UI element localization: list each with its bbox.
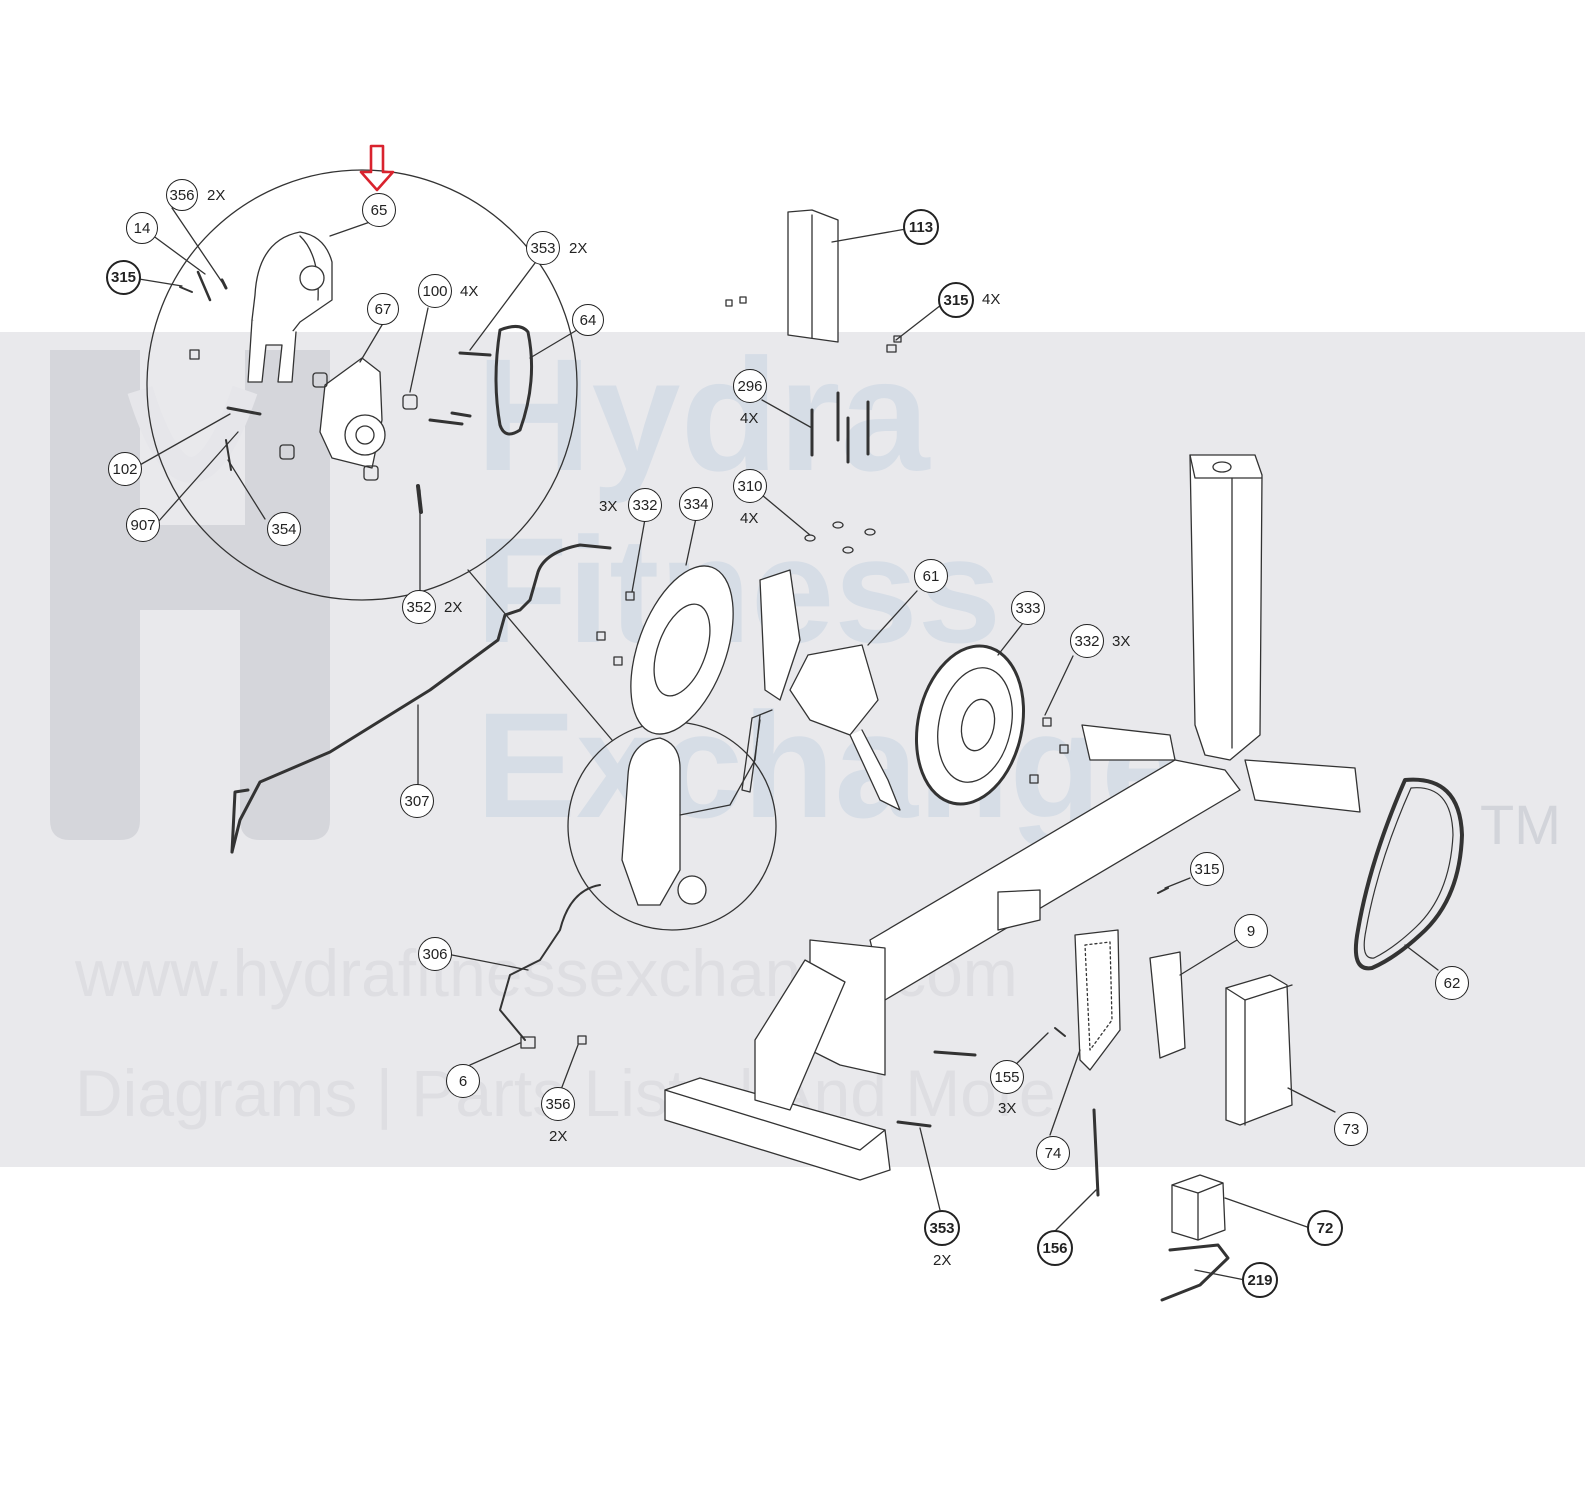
callout-315-right: 315 (938, 282, 974, 318)
callout-334: 334 (679, 487, 713, 521)
callout-296-qty: 4X (740, 410, 759, 427)
detail-circle-top (146, 169, 578, 601)
callout-113: 113 (903, 209, 939, 245)
control-board-9 (1149, 951, 1186, 1059)
callout-332-right-qty: 3X (1112, 633, 1131, 650)
callout-65: 65 (362, 193, 396, 227)
callout-296: 296 (733, 369, 767, 403)
callout-352-qty: 2X (444, 599, 463, 616)
watermark-trademark: TM (1480, 793, 1561, 856)
callout-100-qty: 4X (460, 283, 479, 300)
callout-64: 64 (572, 304, 604, 336)
callout-73: 73 (1334, 1112, 1368, 1146)
callout-155: 155 (990, 1060, 1024, 1094)
callout-72: 72 (1307, 1210, 1343, 1246)
callout-315-left: 315 (106, 260, 141, 295)
callout-333: 333 (1011, 591, 1045, 625)
callout-356-top-qty: 2X (207, 187, 226, 204)
callout-356-bottom-qty: 2X (549, 1128, 568, 1145)
watermark-word-2: Fitness (476, 506, 1002, 674)
callout-100: 100 (418, 274, 452, 308)
harness-219 (1160, 1243, 1230, 1302)
cable-307 (230, 543, 612, 854)
callout-907: 907 (126, 508, 160, 542)
callout-155-qty: 3X (998, 1100, 1017, 1117)
callout-315-lower: 315 (1190, 852, 1224, 886)
callout-332-right: 332 (1070, 624, 1104, 658)
callout-353-top-qty: 2X (569, 240, 588, 257)
callout-353-bottom: 353 (924, 1210, 960, 1246)
highlight-arrow-icon (359, 144, 395, 192)
cable-306 (499, 884, 601, 1041)
rear-stabilizer (664, 1077, 891, 1181)
watermark-word-1: Hydra (476, 325, 930, 504)
callout-62: 62 (1435, 966, 1469, 1000)
callout-306: 306 (418, 937, 452, 971)
bracket (787, 209, 839, 343)
callout-9: 9 (1234, 914, 1268, 948)
callout-352: 352 (402, 590, 436, 624)
callout-353-bottom-qty: 2X (933, 1252, 952, 1269)
control-board-74 (1074, 929, 1121, 1071)
brake-disc (630, 565, 734, 735)
callout-356-top: 356 (166, 179, 198, 211)
callout-156: 156 (1037, 1230, 1073, 1266)
callout-356-bottom: 356 (541, 1087, 575, 1121)
callout-332-left: 332 (628, 488, 662, 522)
callout-219: 219 (1242, 1262, 1278, 1298)
callout-61: 61 (914, 559, 948, 593)
callout-315-right-qty: 4X (982, 291, 1001, 308)
callout-6: 6 (446, 1064, 480, 1098)
pulley-housing (251, 231, 333, 346)
crank-housing (789, 644, 879, 736)
callout-354: 354 (267, 512, 301, 546)
callout-310: 310 (733, 469, 767, 503)
callout-332-left-qty: 3X (599, 498, 618, 515)
callout-102: 102 (108, 452, 142, 486)
drive-belt (1353, 777, 1464, 971)
flywheel (914, 644, 1026, 806)
power-module-73 (1225, 974, 1293, 1126)
callout-307: 307 (400, 784, 434, 818)
callout-310-qty: 4X (740, 510, 759, 527)
small-belt (494, 325, 534, 436)
callout-353-top: 353 (526, 231, 560, 265)
callout-14: 14 (126, 212, 158, 244)
callout-67: 67 (367, 293, 399, 325)
frame-upright (1189, 454, 1263, 761)
callout-74: 74 (1036, 1136, 1070, 1170)
